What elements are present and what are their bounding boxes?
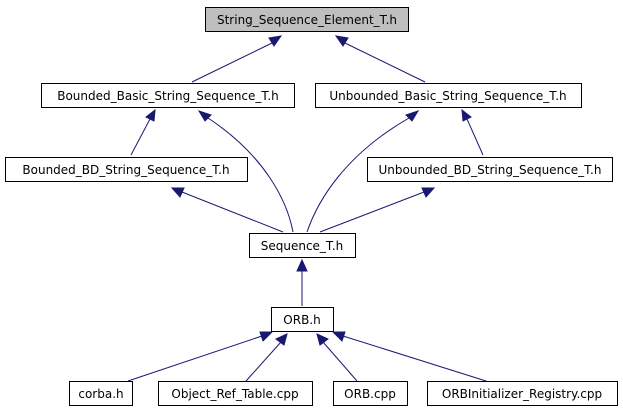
- node-unbounded-bd-string-sequence[interactable]: Unbounded_BD_String_Sequence_T.h: [367, 157, 613, 182]
- node-string-sequence-element[interactable]: String_Sequence_Element_T.h: [205, 7, 409, 32]
- edge-orbinitializer-registry-to-orb-h: [331, 331, 487, 382]
- node-box: [69, 381, 133, 406]
- node-label: ORB.h: [283, 313, 320, 327]
- node-label: Object_Ref_Table.cpp: [171, 387, 298, 401]
- edge-line: [344, 42, 426, 83]
- edge-unbounded-bd-to-unbounded-basic: [461, 108, 484, 156]
- node-box: [41, 83, 295, 108]
- arrowhead: [421, 187, 436, 198]
- edge-orb-cpp-to-orb-h: [316, 333, 358, 382]
- arrowhead: [316, 333, 329, 346]
- arrowhead: [296, 258, 308, 272]
- node-corba-h[interactable]: corba.h: [69, 381, 133, 406]
- arrowhead: [334, 35, 349, 47]
- nodes: String_Sequence_Element_T.h Bounded_Basi…: [5, 7, 618, 406]
- edge-sequence-to-unbounded-bd: [319, 187, 436, 233]
- node-orb-h[interactable]: ORB.h: [271, 307, 334, 332]
- arrowhead: [197, 110, 212, 122]
- node-object-ref-table[interactable]: Object_Ref_Table.cpp: [158, 381, 313, 406]
- arrowhead: [331, 331, 346, 342]
- node-sequence[interactable]: Sequence_T.h: [249, 233, 356, 258]
- node-orbinitializer-registry[interactable]: ORBInitializer_Registry.cpp: [427, 381, 618, 406]
- edge-line: [342, 335, 487, 382]
- edges: [127, 35, 487, 382]
- node-bounded-bd-string-sequence[interactable]: Bounded_BD_String_Sequence_T.h: [5, 157, 248, 182]
- node-box: [249, 233, 356, 258]
- node-box: [427, 381, 618, 406]
- node-box: [367, 157, 613, 182]
- edge-sequence-to-bounded-bd: [170, 187, 284, 233]
- node-label: Unbounded_BD_String_Sequence_T.h: [379, 163, 602, 177]
- node-label: Bounded_Basic_String_Sequence_T.h: [57, 89, 279, 103]
- node-label: String_Sequence_Element_T.h: [217, 13, 397, 27]
- node-box: [205, 7, 409, 32]
- node-label: Unbounded_Basic_String_Sequence_T.h: [329, 89, 566, 103]
- arrowhead: [405, 110, 420, 122]
- node-box: [315, 83, 582, 108]
- node-bounded-basic-string-sequence[interactable]: Bounded_Basic_String_Sequence_T.h: [41, 83, 295, 108]
- node-label: Bounded_BD_String_Sequence_T.h: [22, 163, 229, 177]
- edge-unbounded-basic-to-string-element: [334, 35, 426, 83]
- edge-line: [466, 118, 484, 156]
- edge-line: [207, 117, 294, 233]
- node-unbounded-basic-string-sequence[interactable]: Unbounded_Basic_String_Sequence_T.h: [315, 83, 582, 108]
- arrowhead: [259, 331, 274, 342]
- edge-object-ref-table-to-orb-h: [245, 333, 288, 382]
- node-label: corba.h: [78, 387, 123, 401]
- arrowhead: [461, 108, 472, 122]
- edge-line: [130, 118, 151, 156]
- arrowhead: [268, 35, 283, 47]
- node-label: ORB.cpp: [344, 387, 396, 401]
- node-orb-cpp[interactable]: ORB.cpp: [333, 381, 408, 406]
- edge-line: [181, 191, 284, 233]
- node-box: [271, 307, 334, 332]
- node-box: [5, 157, 248, 182]
- edge-corba-to-orb-h: [127, 331, 274, 382]
- edge-line: [245, 341, 282, 382]
- arrowhead: [145, 108, 156, 122]
- arrowhead: [275, 333, 288, 346]
- edge-bounded-basic-to-string-element: [191, 35, 283, 83]
- node-label: ORBInitializer_Registry.cpp: [442, 387, 602, 401]
- edge-bounded-bd-to-bounded-basic: [130, 108, 156, 156]
- edge-sequence-to-bounded-basic: [197, 110, 294, 233]
- edge-line: [322, 341, 358, 382]
- edge-line: [127, 335, 263, 382]
- node-label: Sequence_T.h: [261, 239, 344, 253]
- edge-sequence-to-unbounded-basic: [306, 110, 420, 233]
- node-box: [158, 381, 313, 406]
- node-box: [333, 381, 408, 406]
- edge-line: [319, 191, 425, 233]
- edge-line: [191, 42, 273, 83]
- edge-line: [306, 117, 410, 233]
- edge-orb-h-to-sequence: [296, 258, 308, 306]
- arrowhead: [170, 187, 185, 198]
